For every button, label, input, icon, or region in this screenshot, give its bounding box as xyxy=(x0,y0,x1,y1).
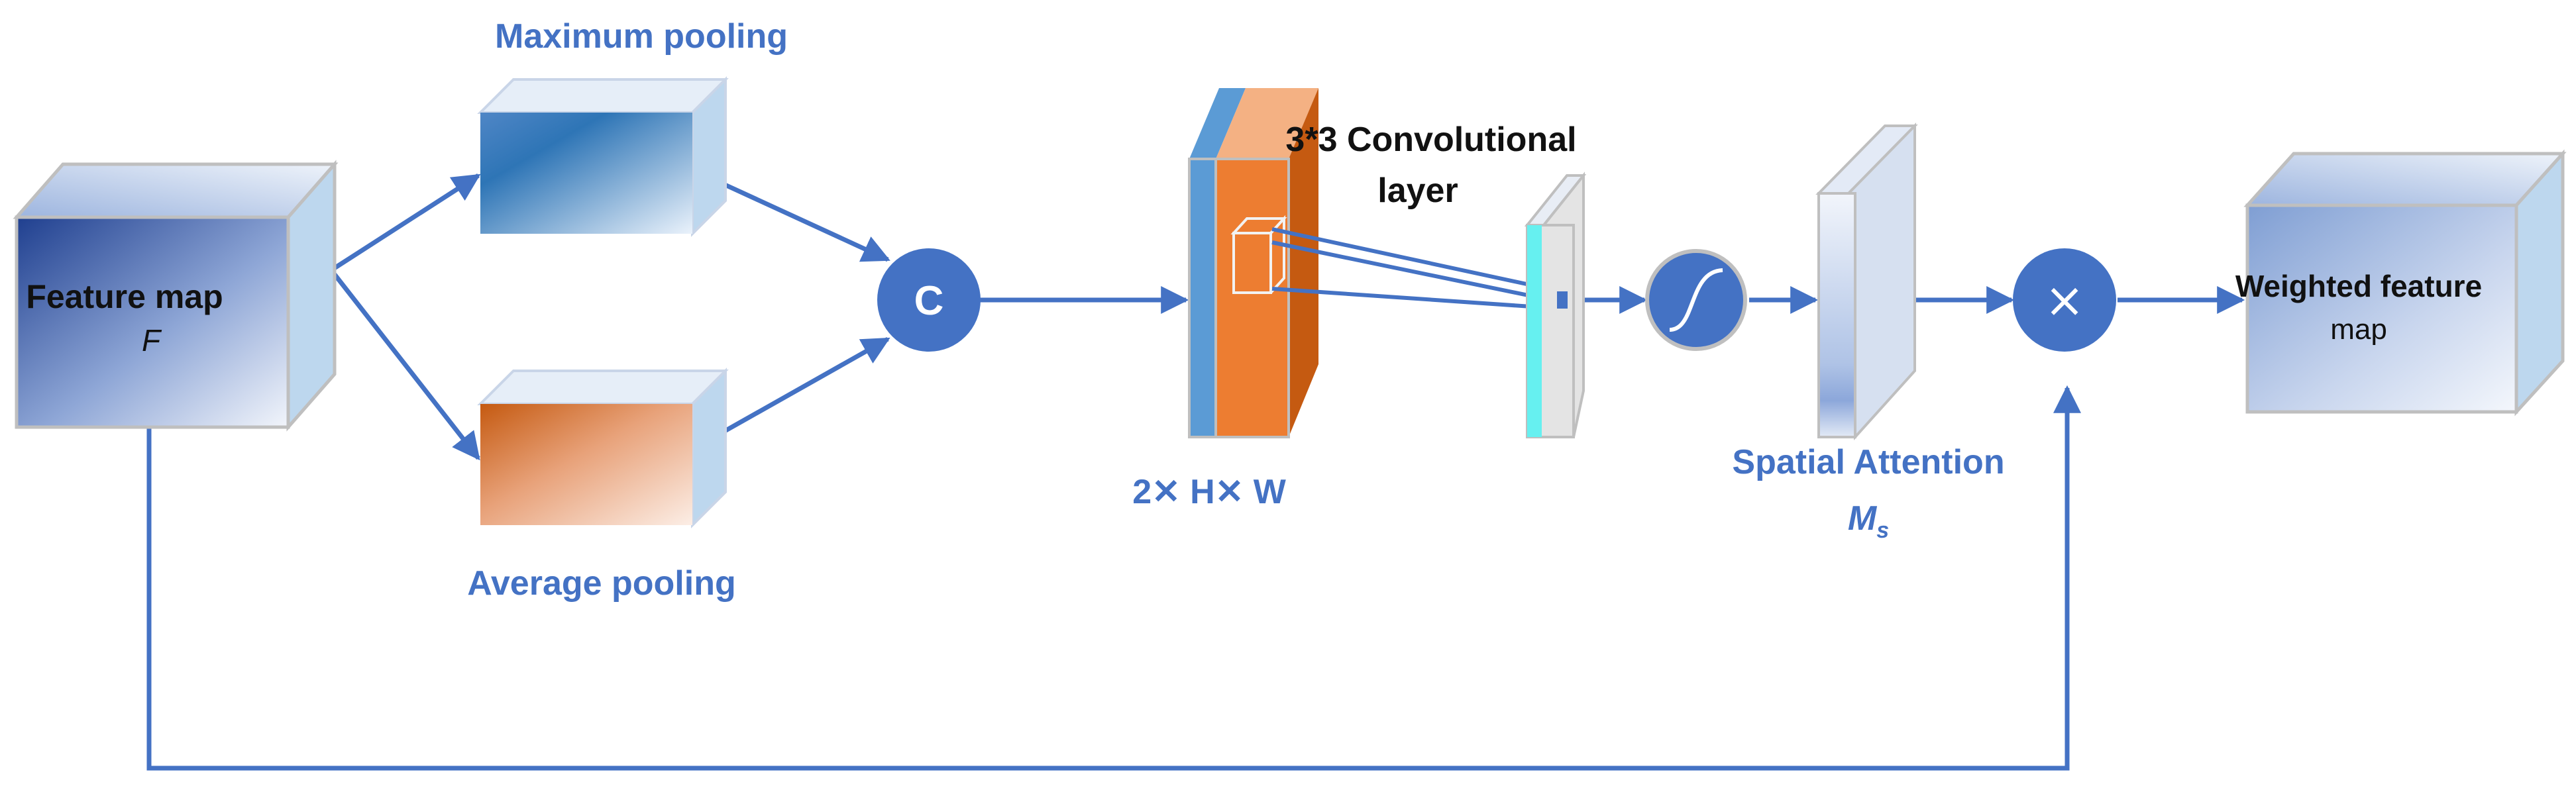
feature-map-symbol: F xyxy=(142,323,162,358)
feature-map-front-face xyxy=(15,215,290,429)
ms-symbol: Ms xyxy=(1848,499,1889,543)
max-pooling-front-face xyxy=(480,113,692,234)
conv-output-slab xyxy=(1524,172,1587,438)
avg-pooling-box xyxy=(477,368,729,528)
avg-pooling-front-face xyxy=(480,404,692,525)
stacked-map-blue-channel xyxy=(1188,158,1217,438)
arrow-feature-to-max xyxy=(330,173,481,272)
max-pooling-box xyxy=(477,76,729,237)
stacked-map-top-blue xyxy=(1189,88,1246,159)
multiply-node xyxy=(2013,248,2116,352)
weighted-front-face xyxy=(2245,203,2518,414)
arrow-max-to-concat xyxy=(722,181,890,262)
arrow-feature-to-avg xyxy=(329,268,480,461)
ms-main: M xyxy=(1848,499,1878,538)
sigmoid-node xyxy=(1645,249,1747,351)
dims-label: 2✕ H✕ W xyxy=(1132,473,1287,511)
arrow-avg-to-concat xyxy=(722,336,890,434)
stacked-map-top-orange xyxy=(1216,88,1318,159)
conv-kernel-side xyxy=(1269,215,1285,294)
conv-label-line1: 3*3 Convolutional xyxy=(1285,121,1576,159)
feature-map-label: Feature map xyxy=(26,278,223,315)
spatial-attention-front xyxy=(1817,192,1856,438)
stacked-map xyxy=(1188,88,1318,438)
conv-output-cell xyxy=(1557,291,1568,309)
concat-symbol: C xyxy=(914,278,944,324)
conv-label-line2: layer xyxy=(1377,172,1458,210)
conv-projection-lines xyxy=(1271,227,1561,311)
sigmoid-icon xyxy=(1669,268,1723,332)
max-pooling-top-face xyxy=(477,78,729,114)
stacked-map-orange-channel xyxy=(1214,158,1290,438)
ms-subscript: s xyxy=(1876,518,1889,543)
spatial-attention-slab xyxy=(1815,123,1918,441)
multiply-symbol: × xyxy=(2045,272,2084,328)
weighted-feature-map-cube xyxy=(2243,149,2567,417)
skip-connection-arrow xyxy=(146,385,2081,771)
avg-pooling-top-face xyxy=(477,370,729,405)
avg-pooling-label: Average pooling xyxy=(467,564,735,603)
weighted-label-line1: Weighted feature xyxy=(2235,269,2482,303)
max-pooling-label: Maximum pooling xyxy=(495,17,788,56)
concat-node xyxy=(877,248,981,352)
weighted-label-line2: map xyxy=(2330,313,2387,346)
stacked-map-side-face xyxy=(1289,88,1318,437)
weighted-top-face xyxy=(2243,152,2567,207)
conv-output-cyan-strip xyxy=(1527,225,1542,437)
connectors xyxy=(146,173,2245,771)
feature-map-cube xyxy=(13,160,339,432)
feature-map-top-face xyxy=(13,162,339,219)
spatial-attention-label: Spatial Attention xyxy=(1732,443,2004,481)
